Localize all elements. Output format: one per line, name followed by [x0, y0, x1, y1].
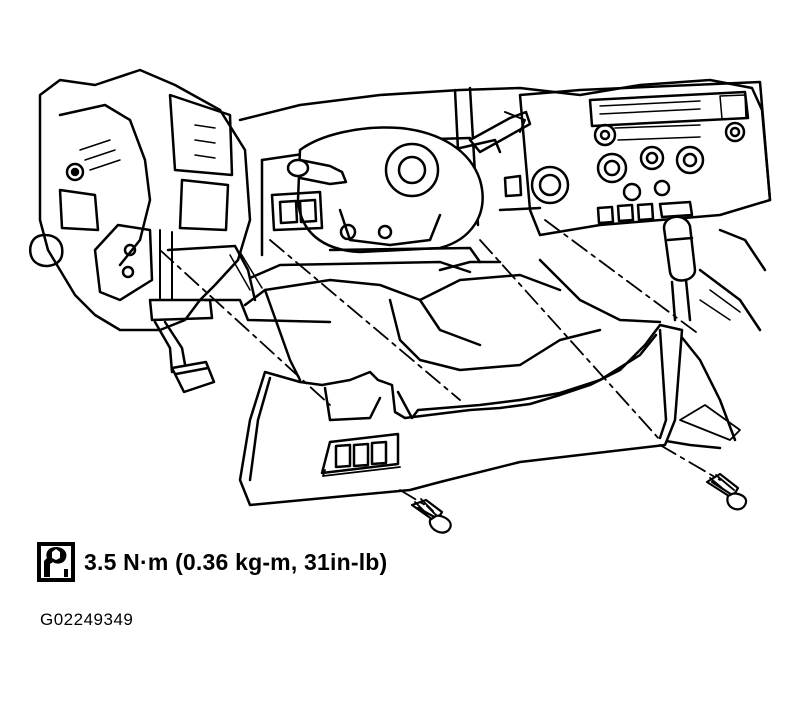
lower-trim-panel	[238, 323, 684, 507]
floor-console	[166, 228, 767, 450]
switch-panel-left	[270, 190, 324, 232]
pedal-bracket-assembly	[28, 68, 252, 394]
torque-specification: 3.5 N·m (0.36 kg-m, 31in-lb)	[36, 540, 387, 584]
torque-wrench-icon	[37, 542, 75, 582]
alignment-lines	[159, 219, 721, 506]
torque-value-text: 3.5 N·m (0.36 kg-m, 31in-lb)	[84, 548, 388, 575]
shift-lever	[662, 215, 697, 322]
screw-fastener-right	[705, 472, 748, 511]
screw-fastener-left	[410, 498, 452, 534]
center-stack	[498, 80, 772, 237]
figure-identifier: G02249349	[40, 610, 134, 629]
steering-column	[286, 110, 532, 264]
